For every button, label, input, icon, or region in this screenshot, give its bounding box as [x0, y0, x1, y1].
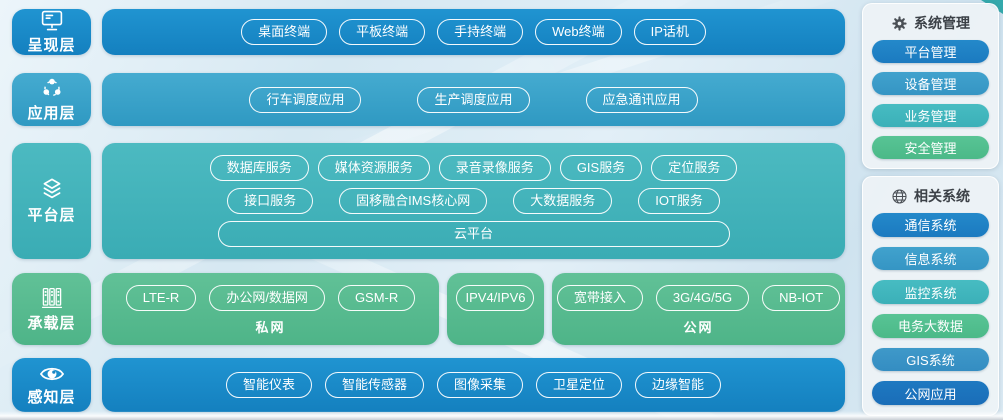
platform-layer-row: 平台层 数据库服务 媒体资源服务 录音录像服务 GIS服务 定位服务 接口服务 …	[12, 143, 845, 259]
perception-layer-badge: 感知层	[12, 358, 91, 412]
business-management-button[interactable]: 业务管理	[872, 104, 989, 127]
app-pill: 应急通讯应用	[585, 86, 698, 113]
terminal-pill: 手持终端	[437, 19, 524, 45]
bottom-edge	[0, 411, 1003, 420]
layer-stack: 呈现层 桌面终端 平板终端 手持终端 Web终端 IP话机	[12, 9, 845, 412]
electric-bigdata-button[interactable]: 电务大数据	[872, 314, 989, 338]
device-management-button[interactable]: 设备管理	[872, 72, 989, 95]
cluster-icon	[40, 76, 64, 100]
system-management-header: 系统管理	[891, 13, 970, 33]
sensor-pill: 智能传感器	[324, 372, 424, 398]
bearer-layer-badge: 承载层	[12, 273, 91, 345]
sensor-pill: 图像采集	[436, 372, 523, 398]
perception-layer-row: 感知层 智能仪表 智能传感器 图像采集 卫星定位 边缘智能	[12, 358, 845, 412]
network-pill: 办公网/数据网	[209, 285, 325, 311]
application-layer-row: 应用层 行车调度应用 生产调度应用 应急通讯应用	[12, 73, 845, 126]
information-system-button[interactable]: 信息系统	[872, 246, 989, 271]
terminal-pill: 平板终端	[339, 19, 426, 45]
service-pill: 大数据服务	[513, 188, 613, 214]
security-management-button[interactable]: 安全管理	[872, 136, 989, 159]
service-pill: GIS服务	[559, 155, 643, 181]
layer-label: 平台层	[27, 207, 76, 224]
app-pill: 生产调度应用	[417, 86, 530, 113]
gis-system-button[interactable]: GIS系统	[872, 347, 989, 372]
eye-icon	[39, 364, 65, 384]
public-network-label: 公网	[683, 320, 714, 335]
service-pill: 定位服务	[651, 155, 738, 181]
network-pill: LTE-R	[125, 285, 197, 311]
communication-system-button[interactable]: 通信系统	[872, 213, 989, 237]
service-pill: IOT服务	[638, 188, 720, 214]
panel-title: 相关系统	[914, 188, 970, 204]
bearer-layer-bar: LTE-R 办公网/数据网 GSM-R 私网 IPV4/IPV6 宽带接入 3G…	[102, 273, 845, 345]
service-pill: 录音录像服务	[438, 155, 551, 181]
rack-icon	[40, 286, 64, 310]
layer-label: 承载层	[27, 314, 76, 332]
layer-label: 应用层	[27, 105, 76, 122]
service-pill: 接口服务	[227, 188, 314, 214]
layer-label: 呈现层	[27, 36, 76, 54]
private-network-label: 私网	[255, 320, 286, 335]
private-network-pills: LTE-R 办公网/数据网 GSM-R	[125, 285, 416, 311]
public-network-app-button[interactable]: 公网应用	[872, 381, 989, 406]
sensor-pill: 边缘智能	[635, 372, 722, 398]
presentation-layer-row: 呈现层 桌面终端 平板终端 手持终端 Web终端 IP话机	[12, 9, 845, 55]
platform-cloud-row: 云平台	[217, 221, 730, 247]
platform-services-row-2: 接口服务 固移融合IMS核心网 大数据服务 IOT服务	[227, 188, 720, 214]
application-layer-badge: 应用层	[12, 73, 91, 126]
application-layer-bar: 行车调度应用 生产调度应用 应急通讯应用	[102, 73, 845, 126]
service-pill: 固移融合IMS核心网	[339, 188, 488, 214]
terminal-pill: 桌面终端	[241, 19, 328, 45]
ip-network-pills: IPV4/IPV6	[456, 285, 535, 311]
terminal-pill: IP话机	[633, 19, 706, 45]
service-pill: 媒体资源服务	[317, 155, 430, 181]
sensor-pill: 卫星定位	[536, 372, 623, 398]
monitor-icon	[40, 10, 64, 32]
platform-services-row-1: 数据库服务 媒体资源服务 录音录像服务 GIS服务 定位服务	[209, 155, 738, 181]
sensor-pill: 智能仪表	[225, 372, 312, 398]
public-network-pills: 宽带接入 3G/4G/5G NB-IOT	[556, 285, 841, 311]
network-pill: IPV4/IPV6	[456, 285, 535, 311]
platform-layer-bar: 数据库服务 媒体资源服务 录音录像服务 GIS服务 定位服务 接口服务 固移融合…	[102, 143, 845, 259]
layers-icon	[39, 177, 65, 202]
ip-network-box: IPV4/IPV6	[446, 273, 544, 345]
service-pill: 数据库服务	[209, 155, 309, 181]
public-network-box: 宽带接入 3G/4G/5G NB-IOT 公网	[551, 273, 845, 345]
presentation-layer-badge: 呈现层	[12, 9, 91, 55]
gear-icon	[891, 15, 908, 32]
panel-title: 系统管理	[914, 15, 970, 31]
private-network-box: LTE-R 办公网/数据网 GSM-R 私网	[102, 273, 439, 345]
presentation-layer-bar: 桌面终端 平板终端 手持终端 Web终端 IP话机	[102, 9, 845, 55]
globe-icon	[891, 188, 908, 205]
network-pill: 3G/4G/5G	[655, 285, 750, 311]
related-systems-header: 相关系统	[891, 186, 970, 206]
app-pill: 行车调度应用	[249, 86, 362, 113]
platform-management-button[interactable]: 平台管理	[872, 40, 989, 63]
perception-layer-bar: 智能仪表 智能传感器 图像采集 卫星定位 边缘智能	[102, 358, 845, 412]
monitoring-system-button[interactable]: 监控系统	[872, 280, 989, 305]
layer-label: 感知层	[27, 388, 76, 406]
related-systems-panel: 相关系统 通信系统 信息系统 监控系统 电务大数据 GIS系统 公网应用	[862, 176, 999, 416]
network-pill: 宽带接入	[556, 285, 643, 311]
network-pill: GSM-R	[337, 285, 416, 311]
cloud-platform-pill: 云平台	[217, 221, 730, 247]
terminal-pill: Web终端	[535, 19, 622, 45]
platform-layer-badge: 平台层	[12, 143, 91, 259]
bearer-layer-row: 承载层 LTE-R 办公网/数据网 GSM-R 私网 IPV4/IPV6	[12, 273, 845, 345]
system-management-panel: 系统管理 平台管理 设备管理 业务管理 安全管理	[862, 3, 999, 169]
network-pill: NB-IOT	[762, 285, 841, 311]
